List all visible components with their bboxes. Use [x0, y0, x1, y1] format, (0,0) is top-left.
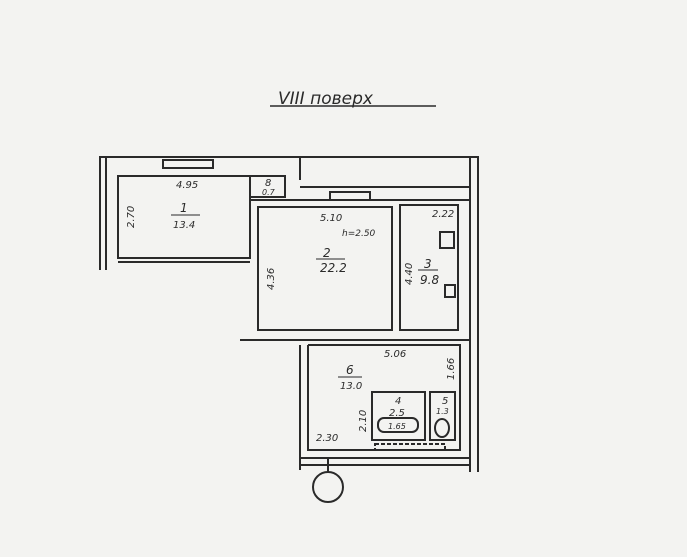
sink-icon [444, 284, 456, 298]
room-2-width: 5.10 [320, 213, 342, 224]
room-5-outline [429, 391, 456, 441]
room-3-area: 9.8 [420, 273, 439, 287]
room-6-width: 5.06 [384, 349, 406, 360]
room-8: 8 0.7 [262, 178, 276, 197]
room-2-number: 2 [323, 246, 331, 260]
room-3-width: 2.22 [432, 209, 454, 220]
window [162, 159, 214, 169]
room-8-number: 8 [265, 178, 271, 189]
room-5: 5 1.3 [436, 396, 449, 416]
room-1-area: 13.4 [173, 220, 195, 231]
room-1-outline [117, 175, 251, 259]
room-3-height: 4.40 [404, 263, 415, 285]
room-4-outline [371, 391, 426, 441]
room-1-number: 1 [180, 201, 188, 215]
room-1: 4.95 2.70 1 13.4 [126, 180, 200, 231]
stove-icon [439, 231, 455, 249]
room-8-outline [249, 175, 286, 198]
ceiling-height: h=2.50 [342, 229, 376, 239]
room-3-number: 3 [424, 257, 432, 271]
room-4-area: 2.5 [389, 408, 405, 419]
walls [99, 156, 479, 503]
room-5-number: 5 [442, 396, 448, 407]
window [329, 191, 371, 201]
bathtub-icon [377, 417, 419, 433]
window [374, 443, 446, 451]
room-2: 5.10 h=2.50 4.36 2 22.2 [266, 213, 376, 290]
room-1-width: 4.95 [176, 180, 198, 191]
room-6: 5.06 1.66 2.10 2.30 6 13.0 [316, 349, 457, 444]
room-6-entry-width: 2.30 [316, 433, 338, 444]
room-4: 4 2.5 1.65 [388, 396, 406, 431]
room-3-outline [399, 204, 459, 331]
room-4-number: 4 [395, 396, 401, 407]
toilet-icon [434, 418, 450, 438]
room-1-height: 2.70 [126, 206, 137, 228]
room-6-number: 6 [346, 363, 354, 377]
room-2-height: 4.36 [266, 268, 277, 290]
room-8-area: 0.7 [262, 188, 276, 197]
room-6-area: 13.0 [340, 381, 362, 392]
stairwell-circle [312, 471, 344, 503]
room-2-area: 22.2 [320, 261, 347, 275]
room-5-area: 1.3 [436, 407, 449, 416]
room-6-side: 1.66 [446, 358, 457, 380]
floor-title: VIII поверх [278, 89, 374, 109]
room-6-depth: 2.10 [358, 410, 369, 432]
bathtub-length: 1.65 [388, 422, 406, 431]
room-3: 2.22 4.40 3 9.8 [404, 209, 454, 287]
room-2-outline [257, 206, 393, 331]
